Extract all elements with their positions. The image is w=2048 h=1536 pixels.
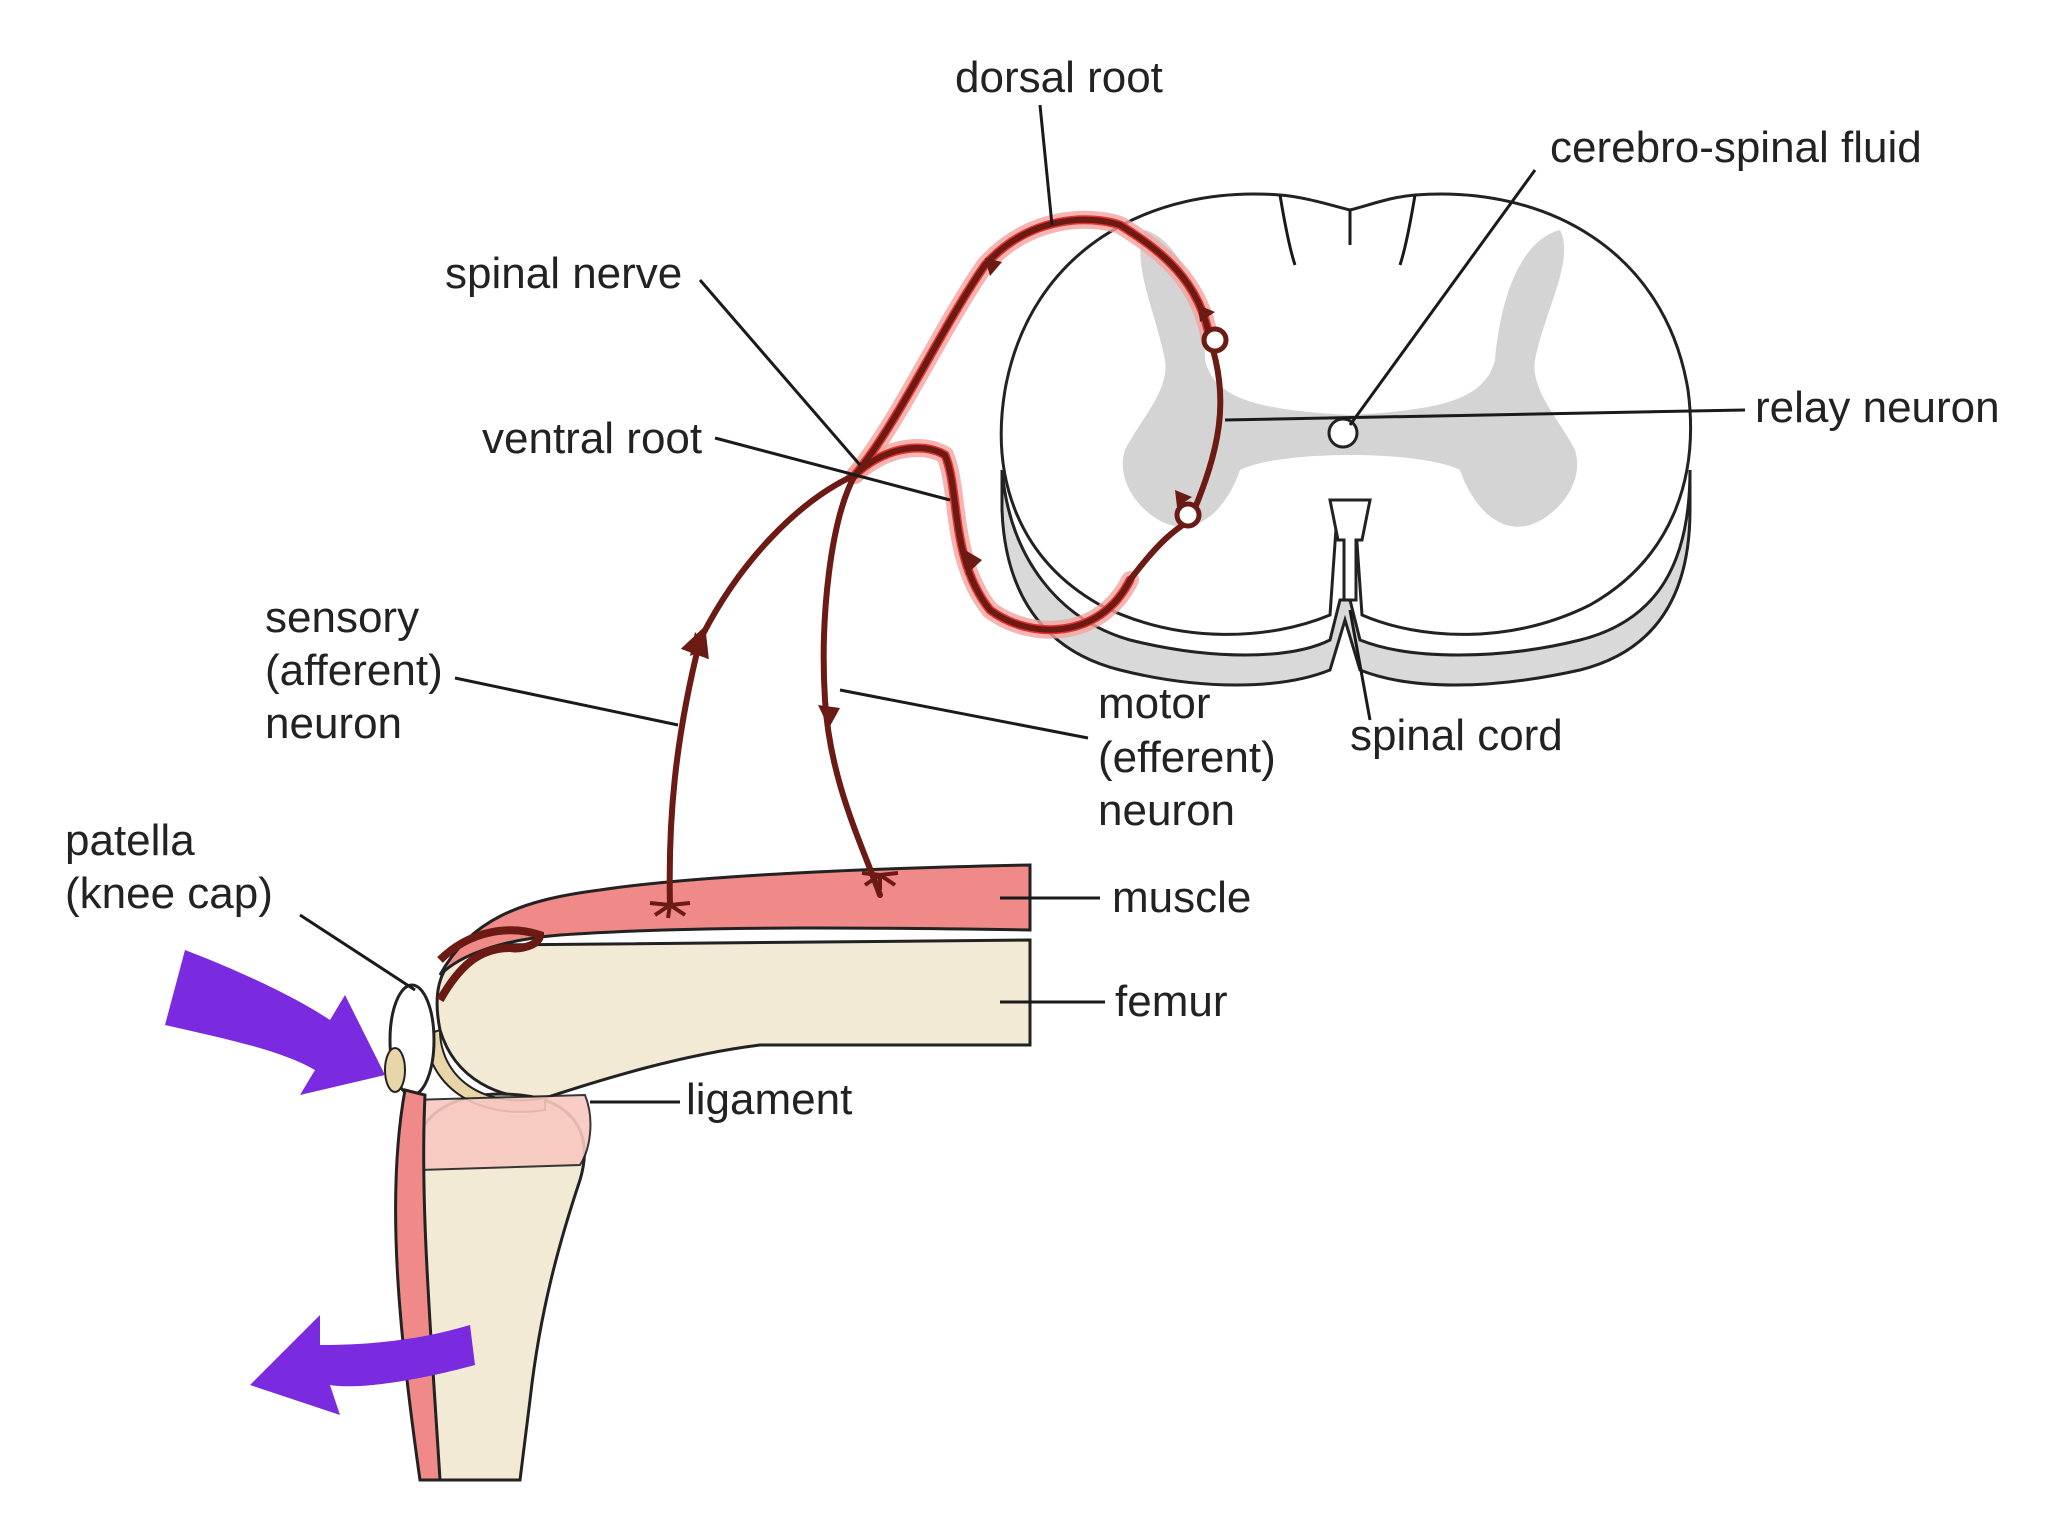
- tap-arrow-icon: [165, 950, 385, 1095]
- leader-sensory-neuron: [454, 676, 679, 727]
- label-cerebro-spinal-fluid: cerebro-spinal fluid: [1550, 123, 1922, 172]
- ventral-fissure: [1328, 498, 1372, 602]
- ventral-arrow-icon: [965, 550, 982, 575]
- quadriceps-tendon: [436, 926, 545, 1002]
- label-femur: femur: [1115, 977, 1227, 1026]
- label-spinal-cord: spinal cord: [1350, 711, 1563, 760]
- leader-dorsal-root: [1038, 104, 1054, 226]
- leader-cerebro-spinal-fluid: [1348, 169, 1537, 426]
- leg: [384, 863, 1032, 1482]
- synapse-arrow-1-icon: [1198, 305, 1215, 322]
- sensory-ending: [649, 901, 691, 919]
- grey-matter: [1122, 230, 1578, 527]
- leader-spinal-cord: [1348, 609, 1372, 721]
- thigh-muscle: [438, 863, 1032, 977]
- labels: dorsal root cerebro-spinal fluid spinal …: [65, 53, 2000, 1124]
- motor-arrow-icon: [818, 705, 840, 728]
- kick-arrow-icon: [250, 1315, 475, 1415]
- nerve-pathway: [649, 210, 1229, 919]
- leader-motor-neuron: [839, 688, 1089, 740]
- label-ventral-root: ventral root: [482, 414, 702, 463]
- label-sensory-line-1: sensory: [265, 593, 419, 642]
- label-muscle: muscle: [1112, 873, 1251, 922]
- dorsal-horn-path: [1187, 337, 1224, 523]
- leader-spinal-nerve: [698, 279, 862, 466]
- spinal-cord-section: [999, 192, 1692, 687]
- label-motor-line-2: (efferent): [1098, 733, 1276, 782]
- label-motor-line-1: motor: [1098, 679, 1210, 728]
- label-patella-line-2: (knee cap): [65, 869, 273, 918]
- label-motor-line-3: neuron: [1098, 786, 1235, 835]
- patella-tip: [384, 1047, 406, 1093]
- dorsal-arrow-icon: [985, 258, 1002, 276]
- dorsal-groove-right: [1398, 194, 1417, 266]
- sensory-arrow-icon: [690, 632, 708, 656]
- ligament-band: [408, 1093, 592, 1172]
- synapse-arrow-2-icon: [1175, 490, 1192, 507]
- dorsal-groove-left: [1278, 194, 1297, 266]
- label-sensory-line-3: neuron: [265, 699, 402, 748]
- leader-ventral-root: [714, 436, 951, 502]
- patellar-tendon: [394, 1088, 442, 1482]
- label-sensory-line-2: (afferent): [265, 646, 443, 695]
- motor-neuron-path: [820, 472, 883, 898]
- leader-patella: [299, 913, 416, 992]
- synapse-1: [1201, 326, 1229, 354]
- label-relay-neuron: relay neuron: [1755, 383, 2000, 432]
- label-ligament: ligament: [686, 1075, 852, 1124]
- spinal-cord-depth: [1000, 469, 1692, 687]
- label-spinal-nerve: spinal nerve: [445, 249, 682, 298]
- synapse-2: [1174, 501, 1202, 529]
- leader-relay-neuron: [1224, 408, 1746, 422]
- label-patella-line-1: patella: [65, 816, 195, 865]
- motor-ending: [861, 871, 899, 890]
- leader-lines: [299, 104, 1746, 1104]
- label-dorsal-root: dorsal root: [955, 53, 1163, 102]
